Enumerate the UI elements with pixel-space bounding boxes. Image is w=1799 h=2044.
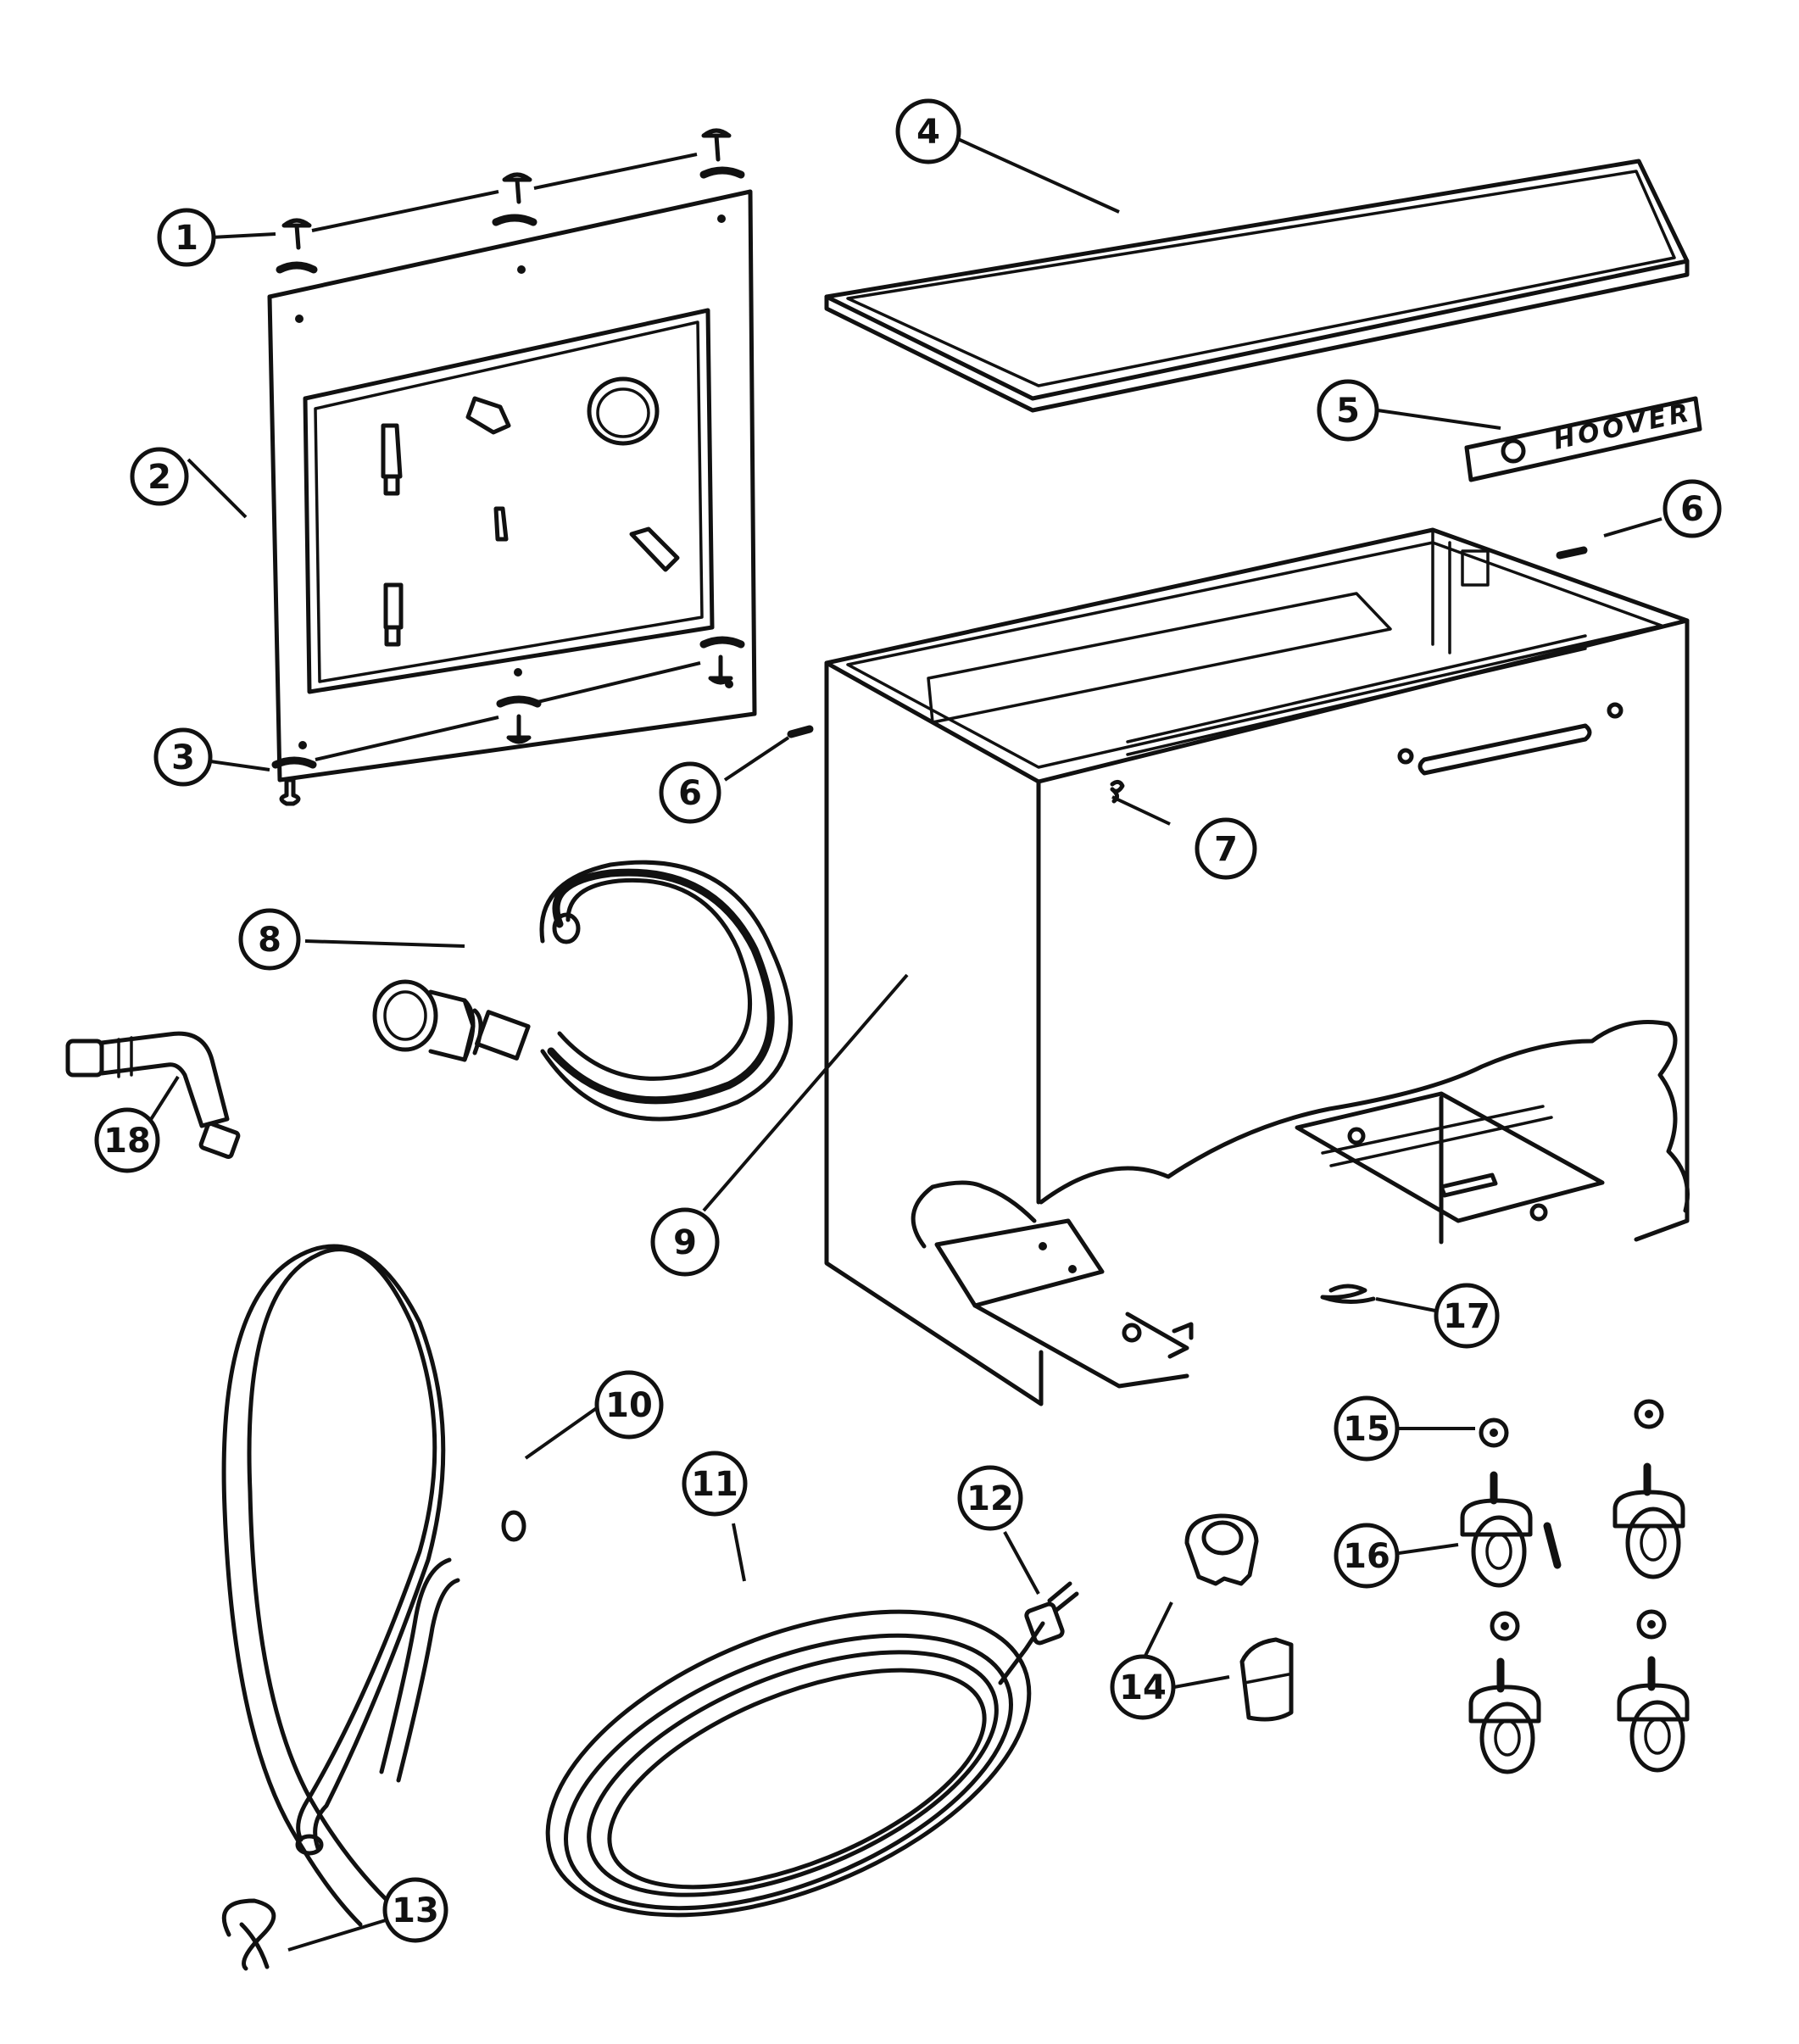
svg-text:12: 12 xyxy=(966,1479,1014,1518)
lid xyxy=(824,159,1690,413)
svg-text:8: 8 xyxy=(258,921,281,960)
callout-2: 2 xyxy=(130,447,189,506)
svg-text:4: 4 xyxy=(916,113,940,152)
svg-text:2: 2 xyxy=(148,458,171,497)
hose-nozzle xyxy=(65,1031,241,1159)
back-panel xyxy=(267,189,757,783)
svg-text:9: 9 xyxy=(673,1223,697,1262)
callout-10: 10 xyxy=(594,1370,664,1440)
callout-18: 18 xyxy=(94,1107,160,1173)
leader-lines xyxy=(142,137,1663,1952)
svg-text:17: 17 xyxy=(1443,1297,1490,1336)
caster-washer-2 xyxy=(1634,1399,1664,1429)
svg-text:13: 13 xyxy=(392,1891,439,1930)
callout-14: 14 xyxy=(1110,1654,1176,1720)
nameplate: HOOVER xyxy=(1464,396,1702,482)
hose-clip xyxy=(221,1898,276,1971)
svg-text:6: 6 xyxy=(678,774,702,813)
svg-text:10: 10 xyxy=(605,1386,653,1425)
svg-text:5: 5 xyxy=(1336,392,1360,431)
caster-2 xyxy=(1612,1462,1685,1579)
panel-screws-and-clips xyxy=(271,128,745,806)
long-hose xyxy=(221,1244,526,1927)
callout-6-right: 6 xyxy=(1663,479,1722,538)
callout-15: 15 xyxy=(1334,1395,1400,1462)
callout-4: 4 xyxy=(895,98,961,164)
callout-11: 11 xyxy=(682,1451,748,1517)
casters xyxy=(1460,1399,1690,1774)
caster-3 xyxy=(1468,1657,1541,1774)
svg-text:16: 16 xyxy=(1343,1537,1390,1576)
caster-washer-4 xyxy=(1636,1609,1667,1640)
svg-text:7: 7 xyxy=(1214,830,1238,869)
callout-1: 1 xyxy=(157,208,216,267)
callout-8: 8 xyxy=(238,908,301,971)
svg-text:18: 18 xyxy=(103,1122,151,1161)
svg-text:14: 14 xyxy=(1119,1668,1167,1707)
svg-text:6: 6 xyxy=(1680,490,1704,529)
callout-12: 12 xyxy=(957,1465,1023,1531)
caster-4 xyxy=(1617,1656,1690,1773)
callout-16: 16 xyxy=(1334,1523,1400,1589)
power-cord xyxy=(545,1581,1079,1918)
svg-text:11: 11 xyxy=(691,1465,738,1504)
spring-clip xyxy=(1320,1284,1376,1304)
svg-text:1: 1 xyxy=(175,219,198,258)
svg-text:15: 15 xyxy=(1343,1410,1390,1449)
caster-1 xyxy=(1460,1471,1533,1588)
callout-6-left: 6 xyxy=(659,761,721,824)
svg-text:3: 3 xyxy=(171,738,195,777)
cabinet xyxy=(824,527,1690,1406)
caster-washer-1 xyxy=(1479,1417,1509,1448)
cord-holder xyxy=(1184,1513,1294,1722)
callout-17: 17 xyxy=(1434,1283,1500,1349)
callout-5: 5 xyxy=(1317,379,1379,442)
drain-hose xyxy=(372,860,793,1122)
callout-7: 7 xyxy=(1195,817,1257,880)
callout-13: 13 xyxy=(382,1877,448,1943)
callout-3: 3 xyxy=(153,727,213,787)
clips xyxy=(787,546,1588,738)
caster-washer-3 xyxy=(1490,1611,1520,1641)
callout-9: 9 xyxy=(650,1207,720,1277)
